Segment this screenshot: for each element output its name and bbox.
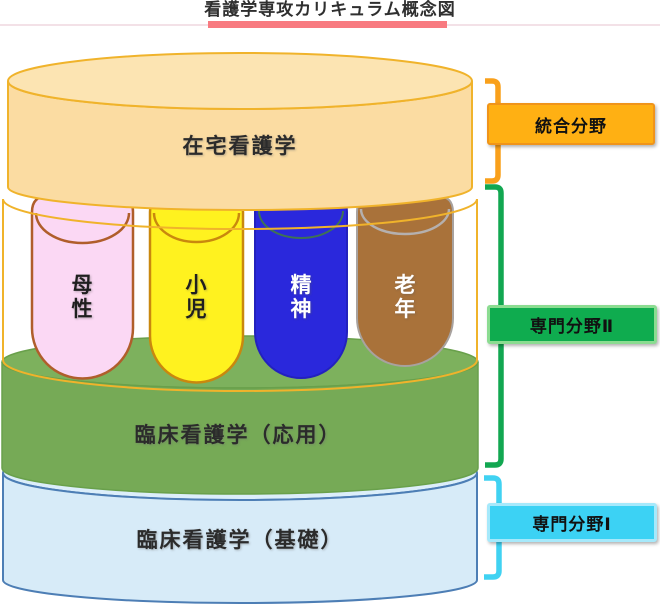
page-title: 看護学専攻カリキュラム概念図 <box>204 0 456 19</box>
applied-clinical-label: 臨床看護学（応用） <box>135 423 342 447</box>
pediatric-label-char1: 小 <box>186 274 207 297</box>
title-underline-bar <box>208 21 447 28</box>
mental-label-char1: 精 <box>291 273 312 297</box>
geriatric-label-char1: 老 <box>395 274 416 297</box>
specialty-cylinder-mental: 精 神 <box>254 195 348 379</box>
applied-clinical-cylinder-body <box>1 361 479 495</box>
maternal-label-char2: 性 <box>72 297 93 321</box>
mental-capsule-top-arc <box>258 210 344 239</box>
maternal-label-char1: 母 <box>72 274 93 297</box>
field-label-specialty-1: 専門分野Ⅰ <box>487 503 657 542</box>
mental-label-char2: 神 <box>291 297 312 321</box>
specialty-cylinder-maternal: 母 性 <box>30 194 135 380</box>
pediatric-capsule-top-arc <box>152 212 241 244</box>
pediatric-label-char2: 児 <box>185 298 207 321</box>
field-label-specialty-2: 専門分野Ⅱ <box>487 305 657 344</box>
specialty-cylinder-pediatric: 小 児 <box>148 194 245 384</box>
home-nursing-cylinder-top <box>7 52 473 110</box>
field-label-integration: 統合分野 <box>487 103 655 145</box>
geriatric-label-char2: 年 <box>395 297 416 321</box>
home-nursing-cylinder: 在宅看護学 <box>7 52 473 211</box>
home-nursing-label: 在宅看護学 <box>183 134 298 158</box>
applied-clinical-cylinder <box>1 335 479 495</box>
basic-clinical-label: 臨床看護学（基礎） <box>137 528 344 552</box>
basic-clinical-cylinder-body <box>2 472 478 604</box>
geriatric-capsule-top-arc <box>359 208 451 236</box>
specialty-field-outline-cylinder <box>2 198 478 392</box>
